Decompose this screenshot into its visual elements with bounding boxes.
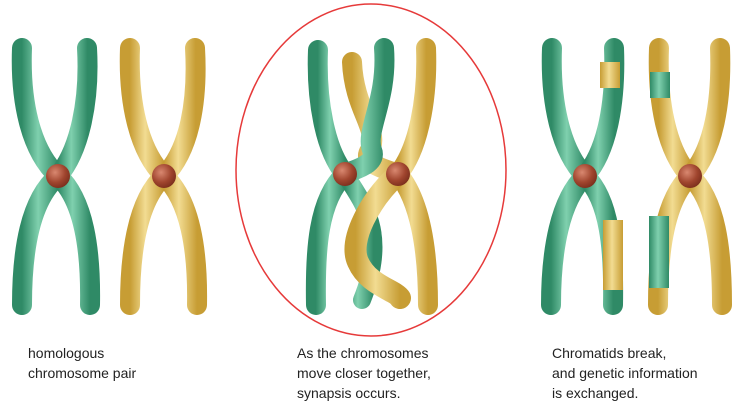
green-chromosome: [22, 48, 90, 305]
stage-3-crossing-over: [551, 48, 722, 305]
caption-homologous-pair: homologous chromosome pair: [28, 343, 136, 383]
centromere: [333, 162, 357, 186]
centromere: [152, 164, 176, 188]
centromere: [386, 162, 410, 186]
caption-crossing-over: Chromatids break, and genetic informatio…: [552, 343, 698, 403]
caption-synapsis: As the chromosomes move closer together,…: [297, 343, 431, 403]
exchanged-segment: [600, 62, 620, 88]
recombined-yellow-chromosome: [649, 48, 722, 305]
recombined-green-chromosome: [551, 48, 623, 305]
centromere: [678, 164, 702, 188]
stage-2-synapsis: [236, 4, 506, 336]
yellow-chromosome: [130, 48, 197, 305]
exchanged-segment: [603, 220, 623, 290]
exchanged-segment: [650, 72, 670, 98]
exchanged-segment: [649, 216, 669, 288]
centromere: [573, 164, 597, 188]
stage-1-homologous-pair: [22, 48, 197, 305]
centromere: [46, 164, 70, 188]
